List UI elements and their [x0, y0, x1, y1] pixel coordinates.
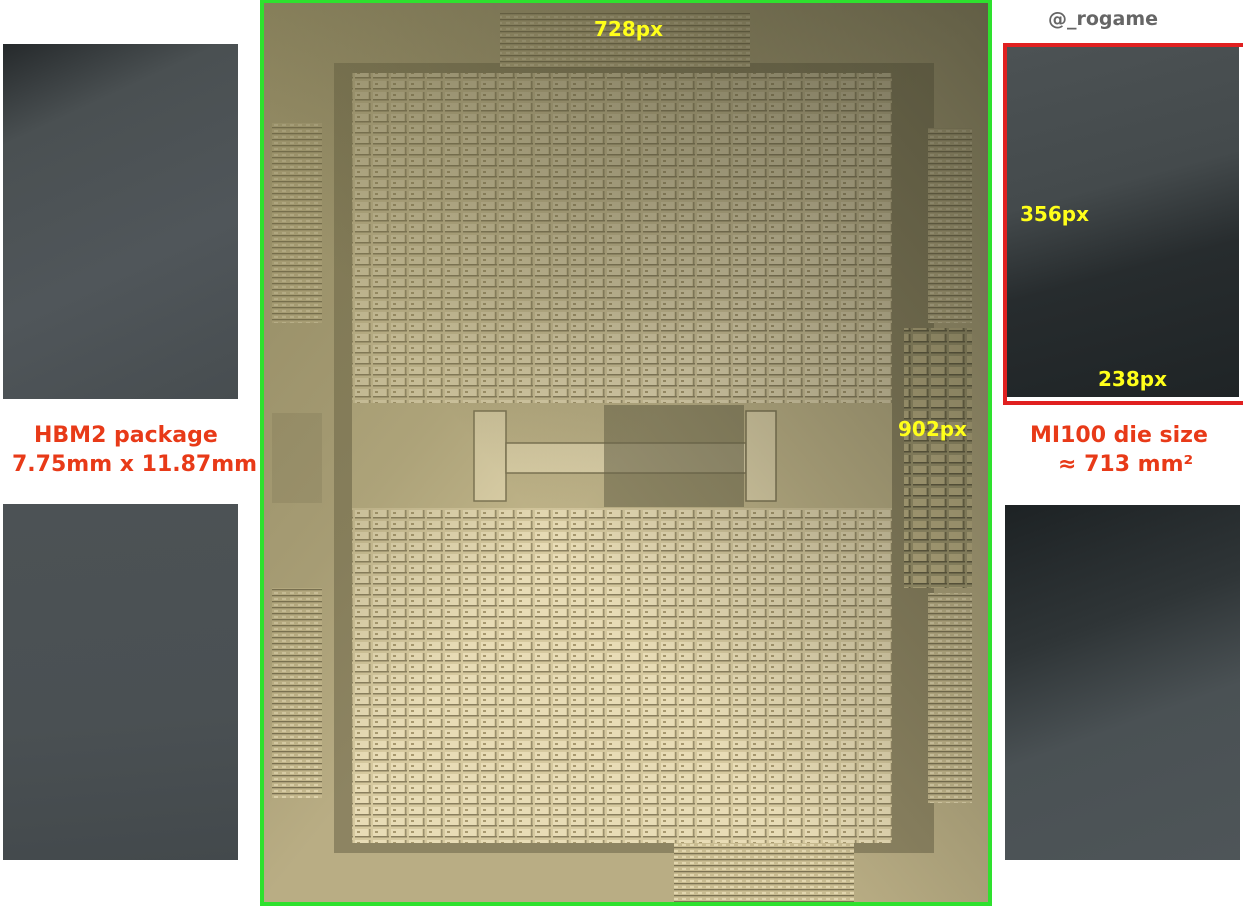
die-width-label: 728px — [594, 17, 663, 41]
die-caption-line1: MI100 die size — [1030, 423, 1208, 448]
hbm-stack-left-bottom — [3, 504, 238, 860]
mi100-die-shot — [260, 0, 992, 906]
die-caption-line2: ≈ 713 mm² — [1058, 452, 1194, 477]
hbm-caption-line2: 7.75mm x 11.87mm — [12, 452, 258, 477]
hbm-highlight-frame — [1003, 43, 1243, 405]
hbm-height-label: 356px — [1020, 202, 1089, 226]
hbm-stack-left-top — [3, 44, 238, 399]
credit-handle: @_rogame — [1048, 8, 1159, 30]
hbm-caption-line1: HBM2 package — [34, 423, 218, 448]
die-sheen-right — [264, 3, 988, 902]
die-height-label: 902px — [898, 417, 967, 441]
hbm-stack-right-bottom — [1005, 505, 1240, 860]
hbm-stack-right-top — [1007, 47, 1239, 397]
hbm-width-label: 238px — [1098, 367, 1167, 391]
die-pattern — [264, 3, 988, 902]
